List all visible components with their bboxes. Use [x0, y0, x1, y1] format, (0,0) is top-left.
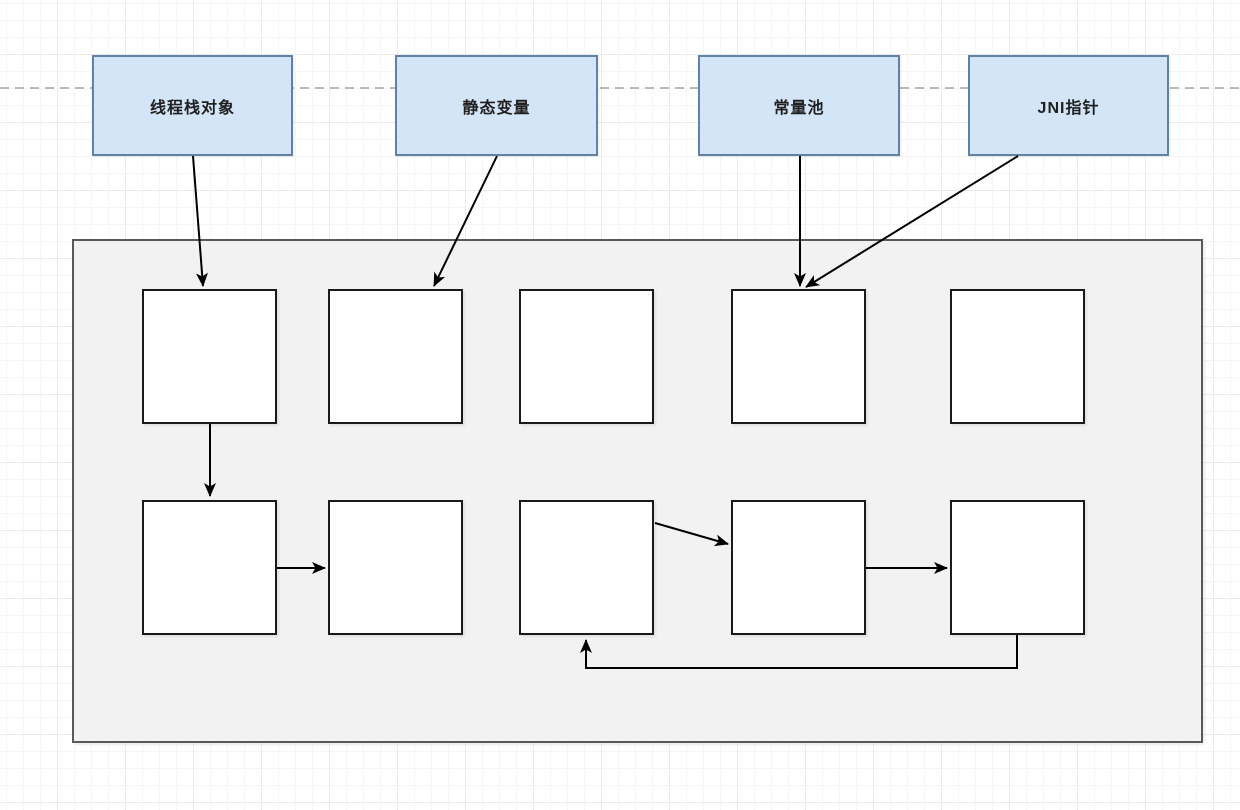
shape-constant-pool[interactable]: 常量池	[698, 55, 900, 156]
heap-node-r1c1[interactable]	[142, 289, 277, 424]
shape-label: 常量池	[773, 99, 825, 117]
shape-static-variable[interactable]: 静态变量	[395, 55, 598, 156]
heap-node-r2c3[interactable]	[519, 500, 654, 635]
heap-node-r2c2[interactable]	[328, 500, 463, 635]
shape-label: 静态变量	[462, 99, 531, 117]
heap-node-r1c2[interactable]	[328, 289, 463, 424]
heap-node-r2c4[interactable]	[731, 500, 866, 635]
heap-node-r1c3[interactable]	[519, 289, 654, 424]
shape-jni-pointer[interactable]: JNI指针	[968, 55, 1169, 156]
shape-label: JNI指针	[1037, 99, 1100, 117]
heap-node-r2c1[interactable]	[142, 500, 277, 635]
heap-node-r1c4[interactable]	[731, 289, 866, 424]
shape-label: 线程栈对象	[149, 99, 235, 117]
heap-node-r2c5[interactable]	[950, 500, 1085, 635]
heap-node-r1c5[interactable]	[950, 289, 1085, 424]
shape-thread-stack-object[interactable]: 线程栈对象	[92, 55, 293, 156]
